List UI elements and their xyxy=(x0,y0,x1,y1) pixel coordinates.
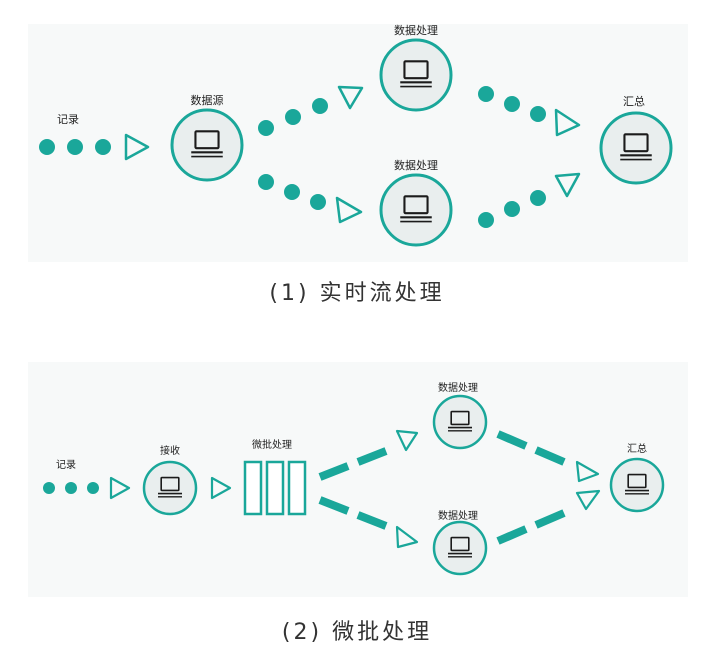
receive-label: 接收 xyxy=(160,444,180,457)
batch-bar xyxy=(265,460,285,516)
micro-batch-block xyxy=(243,460,307,516)
arrow-icon xyxy=(337,85,364,110)
sink-label: 汇总 xyxy=(623,94,645,108)
record-dot xyxy=(87,482,99,494)
lower-merge xyxy=(496,509,566,545)
batch-dash xyxy=(356,447,388,466)
lower-branch xyxy=(258,174,363,224)
caption-realtime: (1) 实时流处理 xyxy=(269,281,444,306)
lower-branch xyxy=(318,496,388,530)
process-top-node xyxy=(432,394,488,450)
arrow-icon xyxy=(575,489,601,511)
batch-bar xyxy=(243,460,263,516)
record-stream xyxy=(43,476,131,500)
stream-dot xyxy=(285,109,301,125)
arrow-icon xyxy=(575,460,600,483)
process-bottom-label: 数据处理 xyxy=(394,158,438,172)
record-dot xyxy=(65,482,77,494)
stream-dot xyxy=(478,86,494,102)
stream-dot xyxy=(312,98,328,114)
lower-merge xyxy=(478,172,581,228)
stream-dot xyxy=(258,120,274,136)
record-dot xyxy=(39,139,55,155)
record-label: 记录 xyxy=(56,459,76,471)
upper-branch xyxy=(318,447,388,481)
arrow-icon xyxy=(554,108,581,137)
upper-merge xyxy=(478,86,581,137)
batch-dash xyxy=(356,511,388,530)
record-dot xyxy=(43,482,55,494)
record-label: 记录 xyxy=(57,113,79,126)
process-top-label: 数据处理 xyxy=(438,381,478,394)
receive-node xyxy=(142,460,198,516)
arrow-icon xyxy=(554,172,581,198)
batch-dash xyxy=(496,430,528,450)
stream-dot xyxy=(530,106,546,122)
diagram-microbatch: 记录 接收 微批处理 数据处理 xyxy=(28,362,688,645)
upper-merge xyxy=(496,430,566,466)
batch-dash xyxy=(496,525,528,545)
batch-label: 微批处理 xyxy=(252,438,292,451)
record-dot xyxy=(67,139,83,155)
process-bottom-node xyxy=(432,520,488,576)
process-top-node xyxy=(379,38,453,112)
process-top-label: 数据处理 xyxy=(394,23,438,37)
stream-dot xyxy=(504,201,520,217)
process-bottom-label: 数据处理 xyxy=(438,509,478,522)
arrow-icon xyxy=(335,196,363,224)
batch-dash xyxy=(318,496,350,515)
batch-dash xyxy=(318,462,350,481)
panel-background xyxy=(28,362,688,597)
arrow-icon xyxy=(210,476,232,500)
panel-background xyxy=(28,24,688,262)
diagram-realtime: 记录 数据源 数据处理 xyxy=(28,23,688,306)
stream-dot xyxy=(310,194,326,210)
stream-dot xyxy=(478,212,494,228)
sink-node xyxy=(599,111,673,185)
process-bottom-node xyxy=(379,173,453,247)
stream-dot xyxy=(258,174,274,190)
arrow-icon xyxy=(109,476,131,500)
batch-bar xyxy=(287,460,307,516)
batch-dash xyxy=(534,446,566,466)
record-stream xyxy=(39,133,150,161)
arrow-icon xyxy=(124,133,150,161)
stream-dot xyxy=(530,190,546,206)
batch-dash xyxy=(534,509,566,529)
arrow-icon xyxy=(395,525,419,549)
source-node xyxy=(170,108,244,182)
source-label: 数据源 xyxy=(191,93,224,107)
arrow-icon xyxy=(395,429,419,452)
sink-node xyxy=(609,457,665,513)
stream-dot xyxy=(284,184,300,200)
sink-label: 汇总 xyxy=(627,442,647,455)
upper-branch xyxy=(258,85,364,136)
stream-dot xyxy=(504,96,520,112)
record-dot xyxy=(95,139,111,155)
caption-microbatch: (2) 微批处理 xyxy=(282,620,432,645)
